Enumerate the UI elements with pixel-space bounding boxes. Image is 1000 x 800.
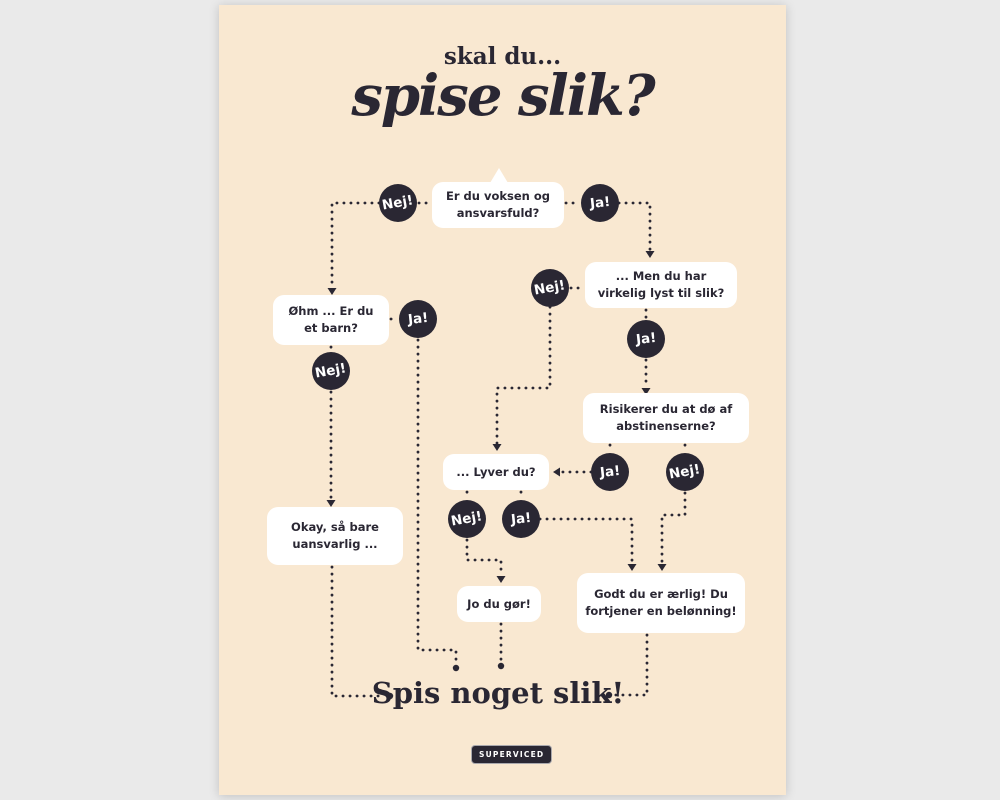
connector-yes-to-craving [617, 201, 652, 253]
speech-bubble-tail [490, 168, 508, 183]
node-honest-statement: Godt du er ærlig! Du fortjener en belønn… [577, 573, 745, 633]
arrowhead [627, 564, 637, 571]
poster-supertitle: skal du... [443, 43, 562, 70]
node-craving-question: ... Men du har virkelig lyst til slik? [585, 262, 737, 308]
badge-no-withdrawal: Nej! [666, 453, 704, 491]
poster-title: spise slik? [351, 63, 655, 129]
badge-no-child: Nej! [312, 352, 350, 390]
node-lying-question: ... Lyver du? [443, 454, 549, 490]
arrowhead [645, 251, 655, 258]
badge-yes-lying: Ja! [502, 500, 540, 538]
node-yes-you-do-statement: Jo du gør! [457, 586, 541, 622]
arrowhead [327, 288, 337, 295]
arrowhead [326, 500, 336, 507]
node-irresponsible-statement: Okay, så bare uansvarlig ... [267, 507, 403, 565]
badge-no-craving: Nej! [531, 269, 569, 307]
line-end-dot [497, 662, 505, 670]
poster: skal du... spise slik? Er du voksen og a… [219, 5, 786, 795]
node-adult-question: Er du voksen og ansvarsfuld? [432, 182, 564, 228]
arrowhead [657, 564, 667, 571]
connector-lying-no-to-yesyoudo [465, 538, 503, 576]
badge-no-lying: Nej! [448, 500, 486, 538]
node-child-question: Øhm ... Er du et barn? [273, 295, 389, 345]
line-end-dot [452, 664, 460, 672]
connector-child-yes-down [416, 338, 458, 665]
node-withdrawal-question: Risikerer du at dø af abstinenserne? [583, 393, 749, 443]
connector-no-to-lying [495, 305, 552, 446]
arrowhead [496, 576, 506, 583]
badge-yes-child: Ja! [399, 300, 437, 338]
connector-lying-yes-to-honest [538, 517, 634, 564]
brand-badge: SUPERVICED [471, 745, 553, 764]
badge-yes-withdrawal: Ja! [591, 453, 629, 491]
conclusion-text: Spis noget slik! [371, 676, 625, 710]
badge-yes-craving: Ja! [627, 320, 665, 358]
arrowhead [492, 444, 502, 451]
badge-no-adult: Nej! [379, 184, 417, 222]
connector-withdrawal-no-to-honest [660, 491, 687, 564]
connector-no-to-child [330, 201, 381, 290]
badge-yes-adult: Ja! [581, 184, 619, 222]
arrowhead [553, 467, 560, 477]
